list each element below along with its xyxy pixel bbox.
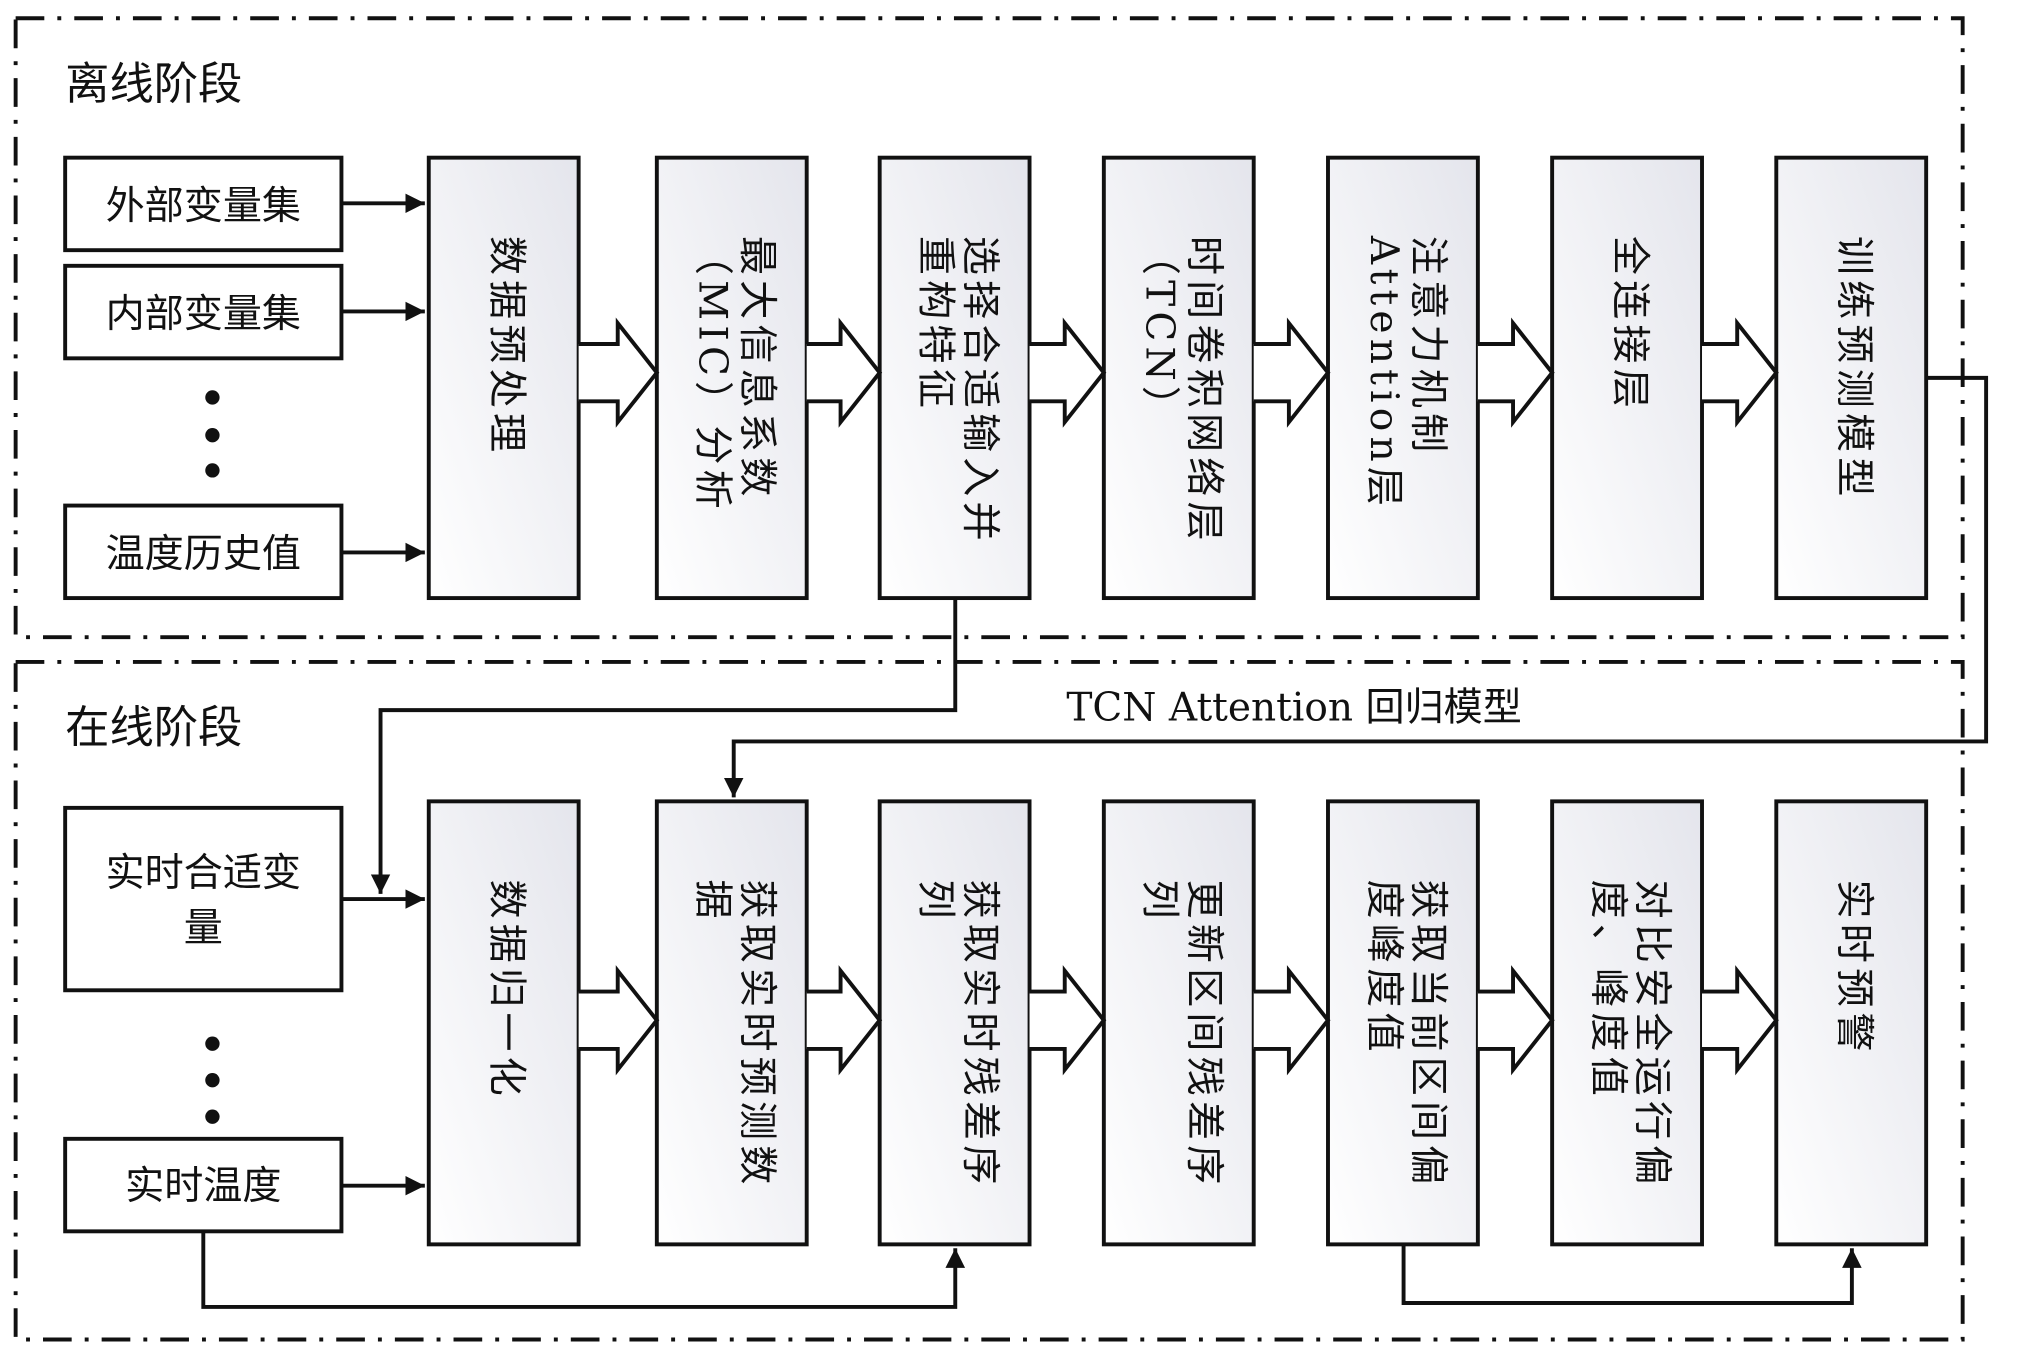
online-input-variables: 实时合适变 量	[63, 805, 344, 993]
connector-temp-to-residual	[201, 1231, 966, 1309]
offline-step-7: 训练预测模型	[1774, 155, 1929, 601]
offline-ellipsis-dots	[205, 390, 220, 478]
online-stage-title: 在线阶段	[65, 703, 242, 754]
offline-step-4: 时间卷积网络层（TCN）	[1101, 155, 1256, 601]
online-step-label: 据	[690, 880, 735, 924]
online-input-label: 实时温度	[125, 1164, 281, 1209]
offline-step-label: 重构特征	[912, 236, 957, 413]
online-step-7: 实时预警	[1774, 799, 1929, 1247]
offline-block-arrow-4	[1253, 317, 1331, 428]
offline-step-2: 最大信息系数（MIC）分析	[654, 155, 809, 601]
connector-kurtosis-to-warning	[1401, 1245, 1862, 1305]
offline-stage-frame	[13, 16, 1965, 640]
online-input-label-line2: 量	[184, 906, 223, 951]
online-ellipsis-dots	[205, 1036, 220, 1124]
online-block-arrow-1	[578, 965, 660, 1076]
online-step-label: 度、峰度值	[1585, 880, 1630, 1101]
offline-step-6: 全连接层	[1550, 155, 1704, 601]
online-block-arrow-6	[1702, 965, 1779, 1076]
offline-step-label: 注意力机制	[1405, 236, 1450, 457]
offline-input-label: 内部变量集	[106, 292, 301, 337]
online-step-label: 列	[912, 880, 957, 924]
online-block-arrow-2	[806, 965, 883, 1076]
connector-model-to-online	[723, 375, 1989, 798]
offline-step-label: （TCN）	[1137, 236, 1182, 430]
online-step-label: 度峰度值	[1361, 880, 1406, 1057]
offline-input-external: 外部变量集	[63, 155, 344, 253]
offline-step-label: 数据预处理	[484, 236, 529, 457]
online-block-arrow-5	[1477, 965, 1555, 1076]
online-step-label: 获取实时残差序	[957, 880, 1002, 1190]
offline-step-label: 训练预测模型	[1831, 236, 1876, 502]
online-step-label: 数据归一化	[484, 880, 529, 1101]
offline-step-label: Attention层	[1361, 235, 1406, 511]
online-stage-frame	[13, 659, 1965, 1342]
offline-steps: 数据预处理最大信息系数（MIC）分析选择合适输入并重构特征时间卷积网络层（TCN…	[426, 155, 1929, 601]
online-step-label: 获取当前区间偏	[1405, 880, 1450, 1190]
offline-step-label: 选择合适输入并	[957, 236, 1002, 546]
offline-input-internal: 内部变量集	[63, 263, 344, 361]
offline-input-temp-history: 温度历史值	[63, 503, 344, 601]
block-arrows	[578, 317, 1779, 1076]
connector-feature-selection-to-online	[370, 598, 958, 894]
offline-block-arrow-6	[1702, 317, 1779, 428]
model-label: TCN Attention 回归模型	[1066, 686, 1521, 731]
offline-step-label: 全连接层	[1607, 236, 1652, 413]
offline-block-arrow-5	[1477, 317, 1555, 428]
online-step-label: 获取实时预测数	[734, 880, 779, 1190]
online-step-1: 数据归一化	[426, 799, 581, 1247]
online-input-label-line1: 实时合适变	[106, 851, 301, 896]
online-step-label: 更新区间残差序	[1181, 880, 1226, 1190]
online-block-arrow-3	[1029, 965, 1107, 1076]
offline-input-label: 温度历史值	[106, 532, 301, 577]
online-step-label: 列	[1137, 880, 1182, 924]
offline-step-label: 最大信息系数	[734, 236, 779, 502]
offline-step-label: 时间卷积网络层	[1181, 236, 1226, 546]
offline-block-arrow-3	[1029, 317, 1107, 428]
offline-step-label: （MIC）分析	[690, 236, 735, 514]
online-step-label: 对比安全运行偏	[1629, 880, 1674, 1190]
offline-input-label: 外部变量集	[106, 184, 301, 229]
online-step-label: 实时预警	[1831, 880, 1876, 1057]
offline-stage-title: 离线阶段	[65, 59, 242, 110]
offline-step-1: 数据预处理	[426, 155, 581, 601]
offline-block-arrow-1	[578, 317, 660, 428]
online-steps: 数据归一化获取实时预测数据获取实时残差序列更新区间残差序列获取当前区间偏度峰度值…	[426, 799, 1929, 1247]
online-block-arrow-4	[1253, 965, 1331, 1076]
offline-block-arrow-2	[806, 317, 883, 428]
online-input-realtime-temp: 实时温度	[63, 1136, 344, 1234]
